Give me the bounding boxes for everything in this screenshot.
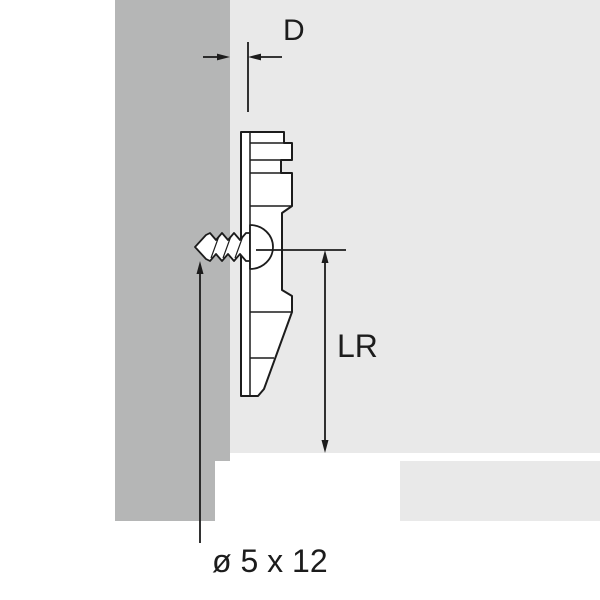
- lr-arrow-down-icon: [321, 440, 329, 453]
- dimension-d: [203, 42, 282, 112]
- leader-arrow-up-icon: [196, 261, 204, 274]
- screw-leader: [196, 261, 204, 543]
- mounting-plate: [240, 131, 293, 397]
- d-arrow-left-icon: [248, 53, 261, 61]
- screw-thread: [194, 232, 251, 262]
- screw-head-dome: [249, 224, 274, 270]
- dimension-lr-label: LR: [337, 328, 378, 364]
- euro-screw: [194, 224, 274, 270]
- cabinet-interior-background: [230, 0, 600, 453]
- d-arrow-right-icon: [217, 53, 230, 61]
- dimension-d-label: D: [283, 14, 305, 47]
- dimension-lr: [256, 249, 346, 453]
- lr-arrow-up-icon: [321, 250, 329, 263]
- bottom-panel-cutout: [215, 461, 400, 521]
- screw-thread-flanks: [210, 235, 244, 259]
- screw-size-label: ø 5 x 12: [212, 543, 328, 579]
